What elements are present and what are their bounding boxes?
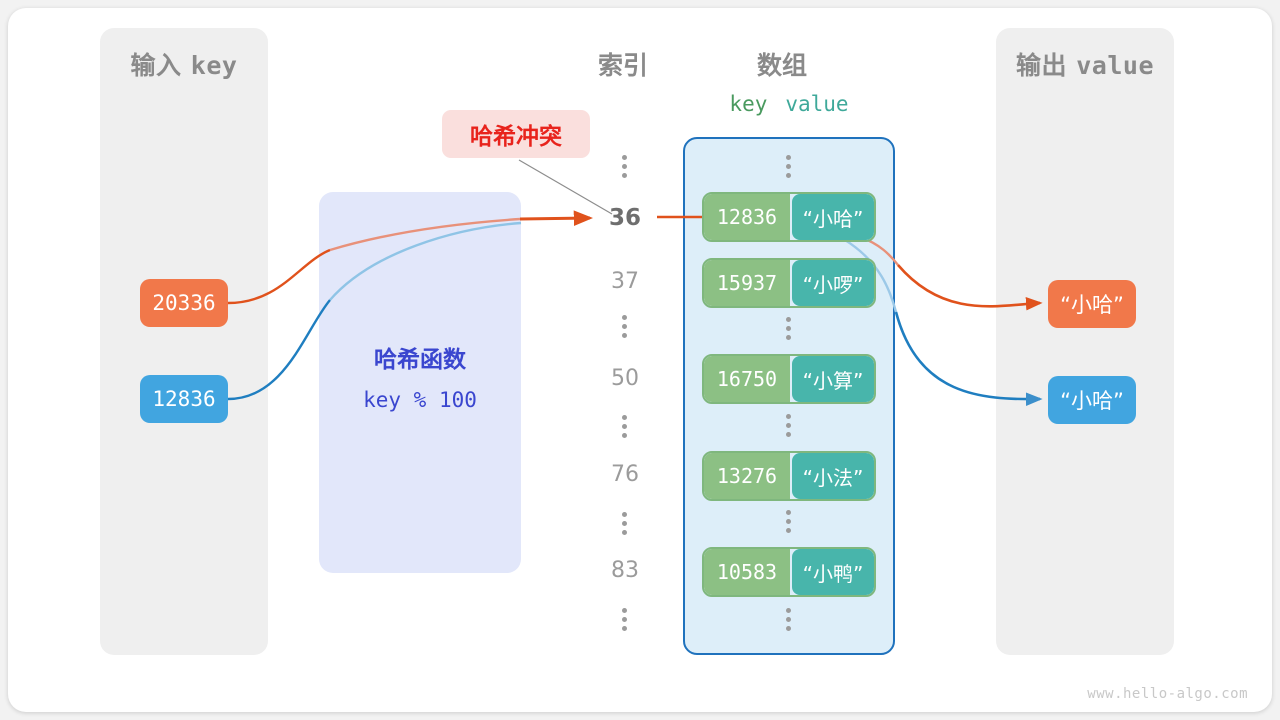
- input-panel-title: 输入 key: [130, 51, 238, 80]
- hash-function-expression: key % 100: [363, 388, 477, 412]
- key-value-subheader: key value: [683, 92, 895, 116]
- index-ellipsis-icon: [622, 608, 627, 631]
- array-entry-row[interactable]: 10583“小鸭”: [702, 547, 876, 597]
- array-entry-row[interactable]: 12836“小哈”: [702, 192, 876, 242]
- entry-value-cell: “小法”: [792, 453, 874, 499]
- entry-value-cell: “小鸭”: [792, 549, 874, 595]
- entry-key-cell: 10583: [704, 549, 790, 595]
- index-label: 36: [608, 205, 641, 231]
- index-ellipsis-icon: [622, 415, 627, 438]
- input-key-pill[interactable]: 12836: [140, 375, 228, 423]
- output-value-pill[interactable]: “小哈”: [1048, 376, 1136, 424]
- index-column-header: 索引: [598, 51, 649, 80]
- array-ellipsis-icon: [786, 510, 791, 533]
- value-subheader-label: value: [785, 92, 849, 116]
- index-ellipsis-icon: [622, 155, 627, 178]
- index-label: 83: [611, 558, 639, 583]
- array-entry-row[interactable]: 16750“小算”: [702, 354, 876, 404]
- site-watermark: www.hello-algo.com: [1087, 686, 1248, 702]
- index-label: 76: [611, 462, 639, 487]
- entry-value-cell: “小啰”: [792, 260, 874, 306]
- array-ellipsis-icon: [786, 155, 791, 178]
- entry-key-cell: 12836: [704, 194, 790, 240]
- array-column-header: 数组: [757, 51, 808, 80]
- array-entry-row[interactable]: 13276“小法”: [702, 451, 876, 501]
- entry-value-cell: “小哈”: [792, 194, 874, 240]
- entry-key-cell: 16750: [704, 356, 790, 402]
- array-entry-row[interactable]: 15937“小啰”: [702, 258, 876, 308]
- hash-collision-badge: 哈希冲突: [442, 110, 590, 158]
- key-subheader-label: key: [729, 92, 768, 116]
- entry-value-cell: “小算”: [792, 356, 874, 402]
- input-key-panel: 输入 key: [100, 28, 268, 655]
- output-panel-title: 输出 value: [1016, 51, 1154, 80]
- input-key-pill[interactable]: 20336: [140, 279, 228, 327]
- index-label: 37: [611, 269, 639, 294]
- hash-function-title: 哈希函数: [374, 347, 466, 373]
- array-ellipsis-icon: [786, 608, 791, 631]
- entry-key-cell: 15937: [704, 260, 790, 306]
- entry-key-cell: 13276: [704, 453, 790, 499]
- array-ellipsis-icon: [786, 414, 791, 437]
- array-ellipsis-icon: [786, 317, 791, 340]
- hash-function-box: 哈希函数 key % 100: [319, 192, 521, 573]
- index-label: 50: [611, 366, 639, 391]
- index-ellipsis-icon: [622, 512, 627, 535]
- index-ellipsis-icon: [622, 315, 627, 338]
- output-value-panel: 输出 value: [996, 28, 1174, 655]
- output-value-pill[interactable]: “小哈”: [1048, 280, 1136, 328]
